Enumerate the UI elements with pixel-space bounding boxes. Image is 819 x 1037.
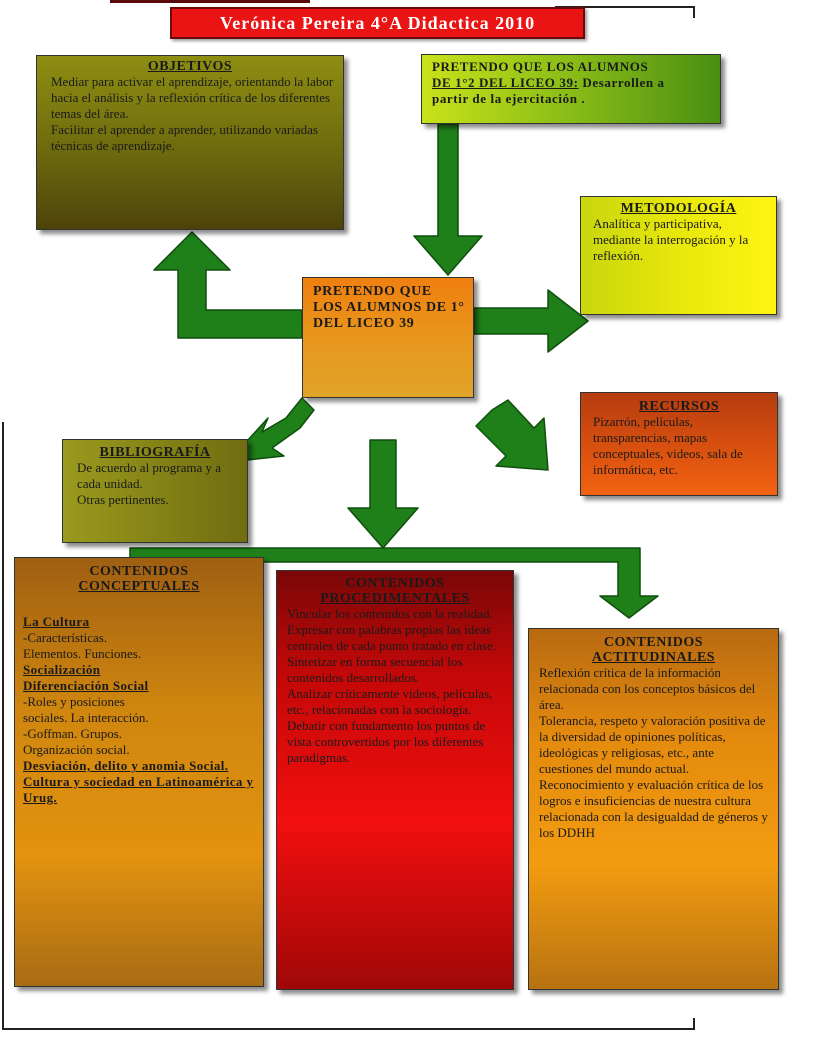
- center-box: PRETENDO QUE LOS ALUMNOS DE 1° DEL LICEO…: [302, 277, 474, 398]
- metodologia-text: Analítica y participativa, mediante la i…: [593, 216, 749, 263]
- actitudinales-line-1: Reflexión crítica de la información rela…: [539, 665, 756, 712]
- actitudinales-line-2: Tolerancia, respeto y valoración positiv…: [539, 713, 766, 776]
- recursos-box: RECURSOS Pizarrón, películas, transparen…: [580, 392, 778, 496]
- recursos-text: Pizarrón, películas, transparencias, map…: [593, 414, 743, 477]
- objetivos-box: OBJETIVOS Mediar para activar el aprendi…: [36, 55, 344, 230]
- conceptuales-organizacion: Organización social.: [23, 742, 130, 757]
- pretendo-top-line-1: PRETENDO QUE LOS ALUMNOS: [432, 59, 649, 74]
- procedimentales-line-1: Vincular los contenidos con la realidad.: [287, 606, 493, 621]
- frame-top-stub: [110, 0, 310, 3]
- objetivos-line-1: Mediar para activar el aprendizaje, orie…: [51, 74, 334, 121]
- procedimentales-line-5: Debatir con fundamento los puntos de vis…: [287, 718, 486, 765]
- bibliografia-line-2: Otras pertinentes.: [77, 492, 169, 507]
- objetivos-line-2: Facilitar el aprender a aprender, utiliz…: [51, 122, 318, 153]
- recursos-title: RECURSOS: [638, 399, 720, 414]
- procedimentales-title-1: CONTENIDOS: [345, 576, 445, 591]
- frame-left: [2, 422, 4, 1030]
- conceptuales-goffman: -Goffman. Grupos.: [23, 726, 123, 741]
- conceptuales-elementos: Elementos. Funciones.: [23, 646, 142, 661]
- procedimentales-line-4: Analizar críticamente videos, películas,…: [287, 686, 493, 717]
- arrow-right-metodologia: [473, 289, 589, 353]
- pretendo-top-line-2: Desarrollen a: [578, 75, 665, 90]
- page-title: Verónica Pereira 4°A Didactica 2010: [170, 7, 585, 39]
- conceptuales-roles: -Roles y posiciones: [23, 694, 125, 709]
- center-text: PRETENDO QUE LOS ALUMNOS DE 1° DEL LICEO…: [313, 284, 465, 331]
- conceptuales-la-cultura: La Cultura: [23, 614, 90, 629]
- metodologia-title: METODOLOGÍA: [620, 201, 737, 216]
- arrow-down-contenidos: [347, 439, 419, 549]
- conceptuales-diferenciacion: Diferenciación Social: [23, 678, 149, 693]
- conceptuales-box: CONTENIDOS CONCEPTUALES La Cultura -Cara…: [14, 557, 264, 987]
- pretendo-top-line-3: partir de la ejercitación .: [432, 91, 586, 106]
- frame-right-bottom: [693, 1018, 695, 1030]
- conceptuales-title-2: CONCEPTUALES: [78, 579, 200, 594]
- procedimentales-title-2: PROCEDIMENTALES: [320, 591, 470, 606]
- arrow-diag-recursos: [475, 399, 549, 471]
- pretendo-top-box: PRETENDO QUE LOS ALUMNOS DE 1°2 DEL LICE…: [421, 54, 721, 124]
- conceptuales-socializacion: Socialización: [23, 662, 101, 677]
- actitudinales-title-1: CONTENIDOS: [603, 635, 704, 650]
- conceptuales-sociales: sociales. La interacción.: [23, 710, 149, 725]
- pretendo-top-link: DE 1°2 DEL LICEO 39:: [432, 75, 579, 90]
- actitudinales-line-3: Reconocimiento y evaluación crítica de l…: [539, 777, 768, 840]
- frame-right-top: [693, 6, 695, 18]
- procedimentales-line-3: Sintetizar en forma secuencial los conte…: [287, 654, 463, 685]
- procedimentales-box: CONTENIDOS PROCEDIMENTALES Vincular los …: [276, 570, 514, 990]
- conceptuales-cultura-soc: Cultura y sociedad en Latinoamérica y Ur…: [23, 774, 254, 805]
- arrow-down-top: [413, 123, 483, 276]
- arrow-up-objetivos: [153, 231, 303, 339]
- actitudinales-box: CONTENIDOS ACTITUDINALES Reflexión críti…: [528, 628, 779, 990]
- actitudinales-title-2: ACTITUDINALES: [591, 650, 716, 665]
- conceptuales-desviacion: Desviación, delito y anomia Social.: [23, 758, 229, 773]
- frame-bottom: [2, 1028, 695, 1030]
- procedimentales-line-2: Expresar con palabras propias las ideas …: [287, 622, 496, 653]
- frame-top-right: [555, 6, 695, 8]
- bibliografia-box: BIBLIOGRAFÍA De acuerdo al programa y a …: [62, 439, 248, 543]
- metodologia-box: METODOLOGÍA Analítica y participativa, m…: [580, 196, 777, 315]
- bibliografia-title: BIBLIOGRAFÍA: [99, 445, 211, 460]
- conceptuales-caract: -Características.: [23, 630, 108, 645]
- conceptuales-title-1: CONTENIDOS: [89, 564, 189, 579]
- objetivos-title: OBJETIVOS: [147, 59, 233, 74]
- bibliografia-line-1: De acuerdo al programa y a cada unidad.: [77, 460, 222, 491]
